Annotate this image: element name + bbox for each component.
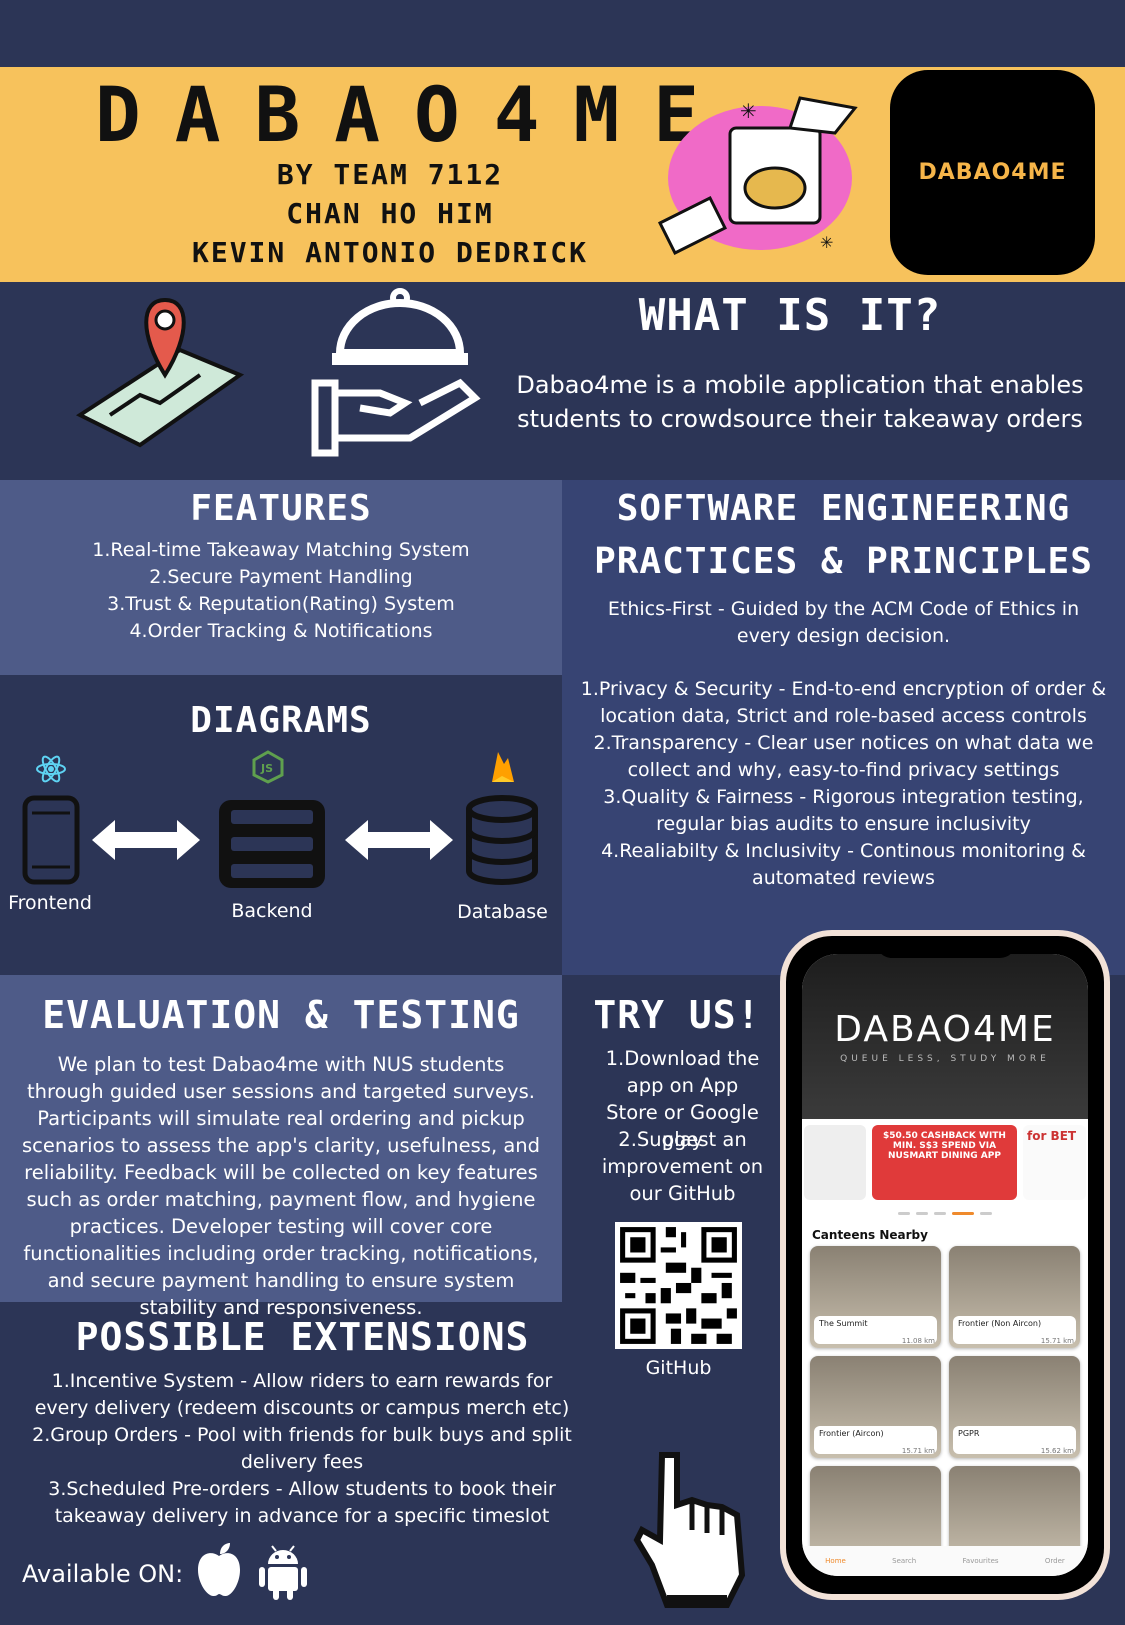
list-item: 1.Real-time Takeaway Matching System <box>92 539 470 561</box>
features-panel: FEATURES 1.Real-time Takeaway Matching S… <box>0 480 562 675</box>
member-name: CHAN HO HIM <box>286 197 494 230</box>
list-item: 3.Scheduled Pre-orders - Allow students … <box>48 1478 556 1527</box>
banner-card[interactable]: $50.50 CASHBACK WITH MIN. S$3 SPEND VIA … <box>872 1125 1017 1200</box>
canteen-distance: 15.71 km <box>901 1447 935 1455</box>
svg-text:✳: ✳ <box>820 233 833 252</box>
list-item: 3.Quality & Fairness - Rigorous integrat… <box>603 786 1084 835</box>
nav-home[interactable]: Home <box>825 1557 846 1565</box>
se-list: 1.Privacy & Security - End-to-end encryp… <box>568 676 1119 892</box>
evaluation-title: EVALUATION & TESTING <box>42 993 520 1037</box>
app-tagline: QUEUE LESS, STUDY MORE <box>840 1054 1050 1064</box>
carousel-dots <box>802 1206 1088 1220</box>
phone-notch <box>876 936 1016 958</box>
canteen-distance: 15.71 km <box>1040 1337 1074 1345</box>
canteen-card[interactable]: Frontier (Aircon)15.71 km <box>810 1356 941 1458</box>
nav-order[interactable]: Order <box>1044 1557 1065 1565</box>
nav-favourites[interactable]: Favourites <box>962 1557 999 1565</box>
database-icon <box>466 795 538 885</box>
list-item: 4.Order Tracking & Notifications <box>129 620 433 642</box>
list-item: 2.Secure Payment Handling <box>149 566 413 588</box>
frontend-label: Frontend <box>8 892 92 914</box>
github-label[interactable]: GitHub <box>645 1357 712 1379</box>
se-title: SOFTWARE ENGINEERING <box>616 488 1071 529</box>
canteen-distance: 15.62 km <box>1040 1447 1074 1455</box>
available-label: Available ON: <box>22 1560 184 1588</box>
firebase-icon <box>492 752 514 782</box>
app-logo: DABAO4ME <box>890 70 1095 275</box>
list-item: 4.Realiabilty & Inclusivity - Continous … <box>601 840 1086 889</box>
serving-hand-icon <box>311 288 481 457</box>
diagrams-title: DIAGRAMS <box>190 700 372 741</box>
bottom-nav: Home Search Favourites Order <box>802 1546 1088 1576</box>
features-title: FEATURES <box>190 488 372 529</box>
svg-text:JS: JS <box>260 762 273 775</box>
nodejs-icon: JS <box>252 750 284 784</box>
app-header: DABAO4ME QUEUE LESS, STUDY MORE <box>802 954 1088 1119</box>
banner-card[interactable]: for BET <box>1023 1125 1086 1200</box>
backend-label: Backend <box>231 900 313 922</box>
features-list: 1.Real-time Takeaway Matching System 2.S… <box>0 537 562 645</box>
extensions-list: 1.Incentive System - Allow riders to ear… <box>22 1368 582 1530</box>
try-step-1: 1.Download the app on App Store or Googl… <box>605 1047 760 1151</box>
se-panel: SOFTWARE ENGINEERING PRACTICES & PRINCIP… <box>562 480 1125 975</box>
canteens-title: Canteens Nearby <box>812 1228 928 1242</box>
map-pin-icon <box>75 297 245 448</box>
canteen-card[interactable]: Frontier (Non Aircon)15.71 km <box>949 1246 1080 1348</box>
server-icon <box>219 800 325 888</box>
list-item: 2.Transparency - Clear user notices on w… <box>593 732 1094 781</box>
list-item: 3.Trust & Reputation(Rating) System <box>107 593 455 615</box>
promo-banner[interactable]: $50.50 CASHBACK WITH MIN. S$3 SPEND VIA … <box>802 1125 1088 1200</box>
phone-screen: DABAO4ME QUEUE LESS, STUDY MORE $50.50 C… <box>802 954 1088 1576</box>
react-icon <box>36 755 66 783</box>
arrow-icon <box>92 820 200 860</box>
try-title: TRY US! <box>593 993 761 1037</box>
what-description: Dabao4me is a mobile application that en… <box>516 371 1084 433</box>
canteen-name: Frontier (Aircon) <box>814 1426 937 1454</box>
list-item: 1.Privacy & Security - End-to-end encryp… <box>580 678 1107 727</box>
list-item: 2.Group Orders - Pool with friends for b… <box>32 1424 572 1473</box>
nav-search[interactable]: Search <box>892 1557 917 1565</box>
extensions-title: POSSIBLE EXTENSIONS <box>75 1315 530 1359</box>
evaluation-text: We plan to test Dabao4me with NUS studen… <box>21 1053 541 1319</box>
pointer-hand-icon <box>633 1452 746 1608</box>
canteen-distance: 11.08 km <box>901 1337 935 1345</box>
list-item: 1.Incentive System - Allow riders to ear… <box>34 1370 570 1419</box>
app-logo-text: DABAO4ME <box>834 1009 1056 1050</box>
takeaway-illustration: ✳ ✳ <box>657 96 858 256</box>
banner-card[interactable] <box>804 1125 866 1200</box>
android-icon[interactable] <box>258 1542 308 1600</box>
se-title-2: PRACTICES & PRINCIPLES <box>594 541 1093 582</box>
canteen-name: The Summit <box>814 1316 937 1344</box>
phone-mockup: DABAO4ME QUEUE LESS, STUDY MORE $50.50 C… <box>780 930 1110 1600</box>
se-intro: Ethics-First - Guided by the ACM Code of… <box>607 598 1080 647</box>
apple-icon[interactable] <box>196 1542 242 1598</box>
arrow-icon <box>345 820 453 860</box>
phone-icon <box>22 795 80 885</box>
canteen-name: PGPR <box>953 1426 1076 1454</box>
canteen-name: Frontier (Non Aircon) <box>953 1316 1076 1344</box>
github-qr-code[interactable] <box>615 1222 742 1349</box>
try-step-2: 2.Suggest an improvement on our GitHub <box>601 1128 764 1205</box>
page-title: DABAO4ME <box>95 70 734 159</box>
what-title: WHAT IS IT? <box>638 290 942 341</box>
svg-text:✳: ✳ <box>740 99 757 123</box>
app-logo-text: DABAO4ME <box>918 160 1067 185</box>
member-name: KEVIN ANTONIO DEDRICK <box>191 236 588 269</box>
team-byline: BY TEAM 7112 <box>276 158 504 191</box>
database-label: Database <box>457 901 548 923</box>
evaluation-panel: EVALUATION & TESTING We plan to test Dab… <box>0 975 562 1319</box>
